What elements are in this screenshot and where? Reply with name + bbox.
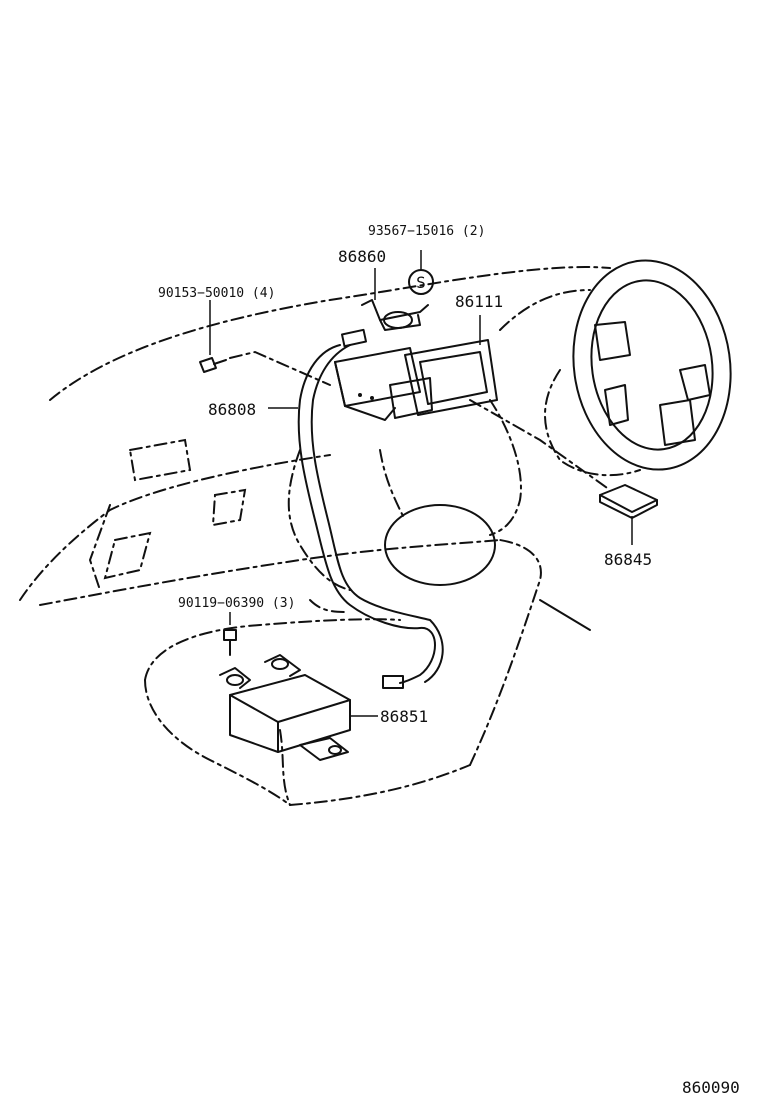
label-86851: 86851 (380, 707, 428, 726)
s-symbol: S (408, 269, 434, 295)
label-86808: 86808 (208, 400, 256, 419)
control-box (219, 654, 351, 761)
label-86845: 86845 (604, 550, 652, 569)
leader-lines (229, 350, 611, 491)
label-93567-15016: 93567−15016 (2) (368, 224, 485, 239)
display-unit (334, 328, 498, 421)
bolt-90153 (199, 300, 227, 373)
connector-86845 (599, 484, 658, 545)
seat-outline (144, 539, 591, 806)
bolt-90119 (223, 612, 237, 656)
label-86111: 86111 (455, 292, 503, 311)
bracket (361, 299, 429, 331)
headrest (384, 504, 496, 586)
dashboard-outline (19, 266, 611, 613)
s-symbol-label: S (416, 273, 426, 292)
label-86860: 86860 (338, 247, 386, 266)
label-90153-50010: 90153−50010 (4) (158, 286, 275, 301)
steering-wheel (544, 259, 732, 477)
label-90119-06390: 90119−06390 (3) (178, 596, 295, 611)
wire-harness (297, 344, 444, 689)
diagram-id: 860090 (682, 1078, 740, 1097)
